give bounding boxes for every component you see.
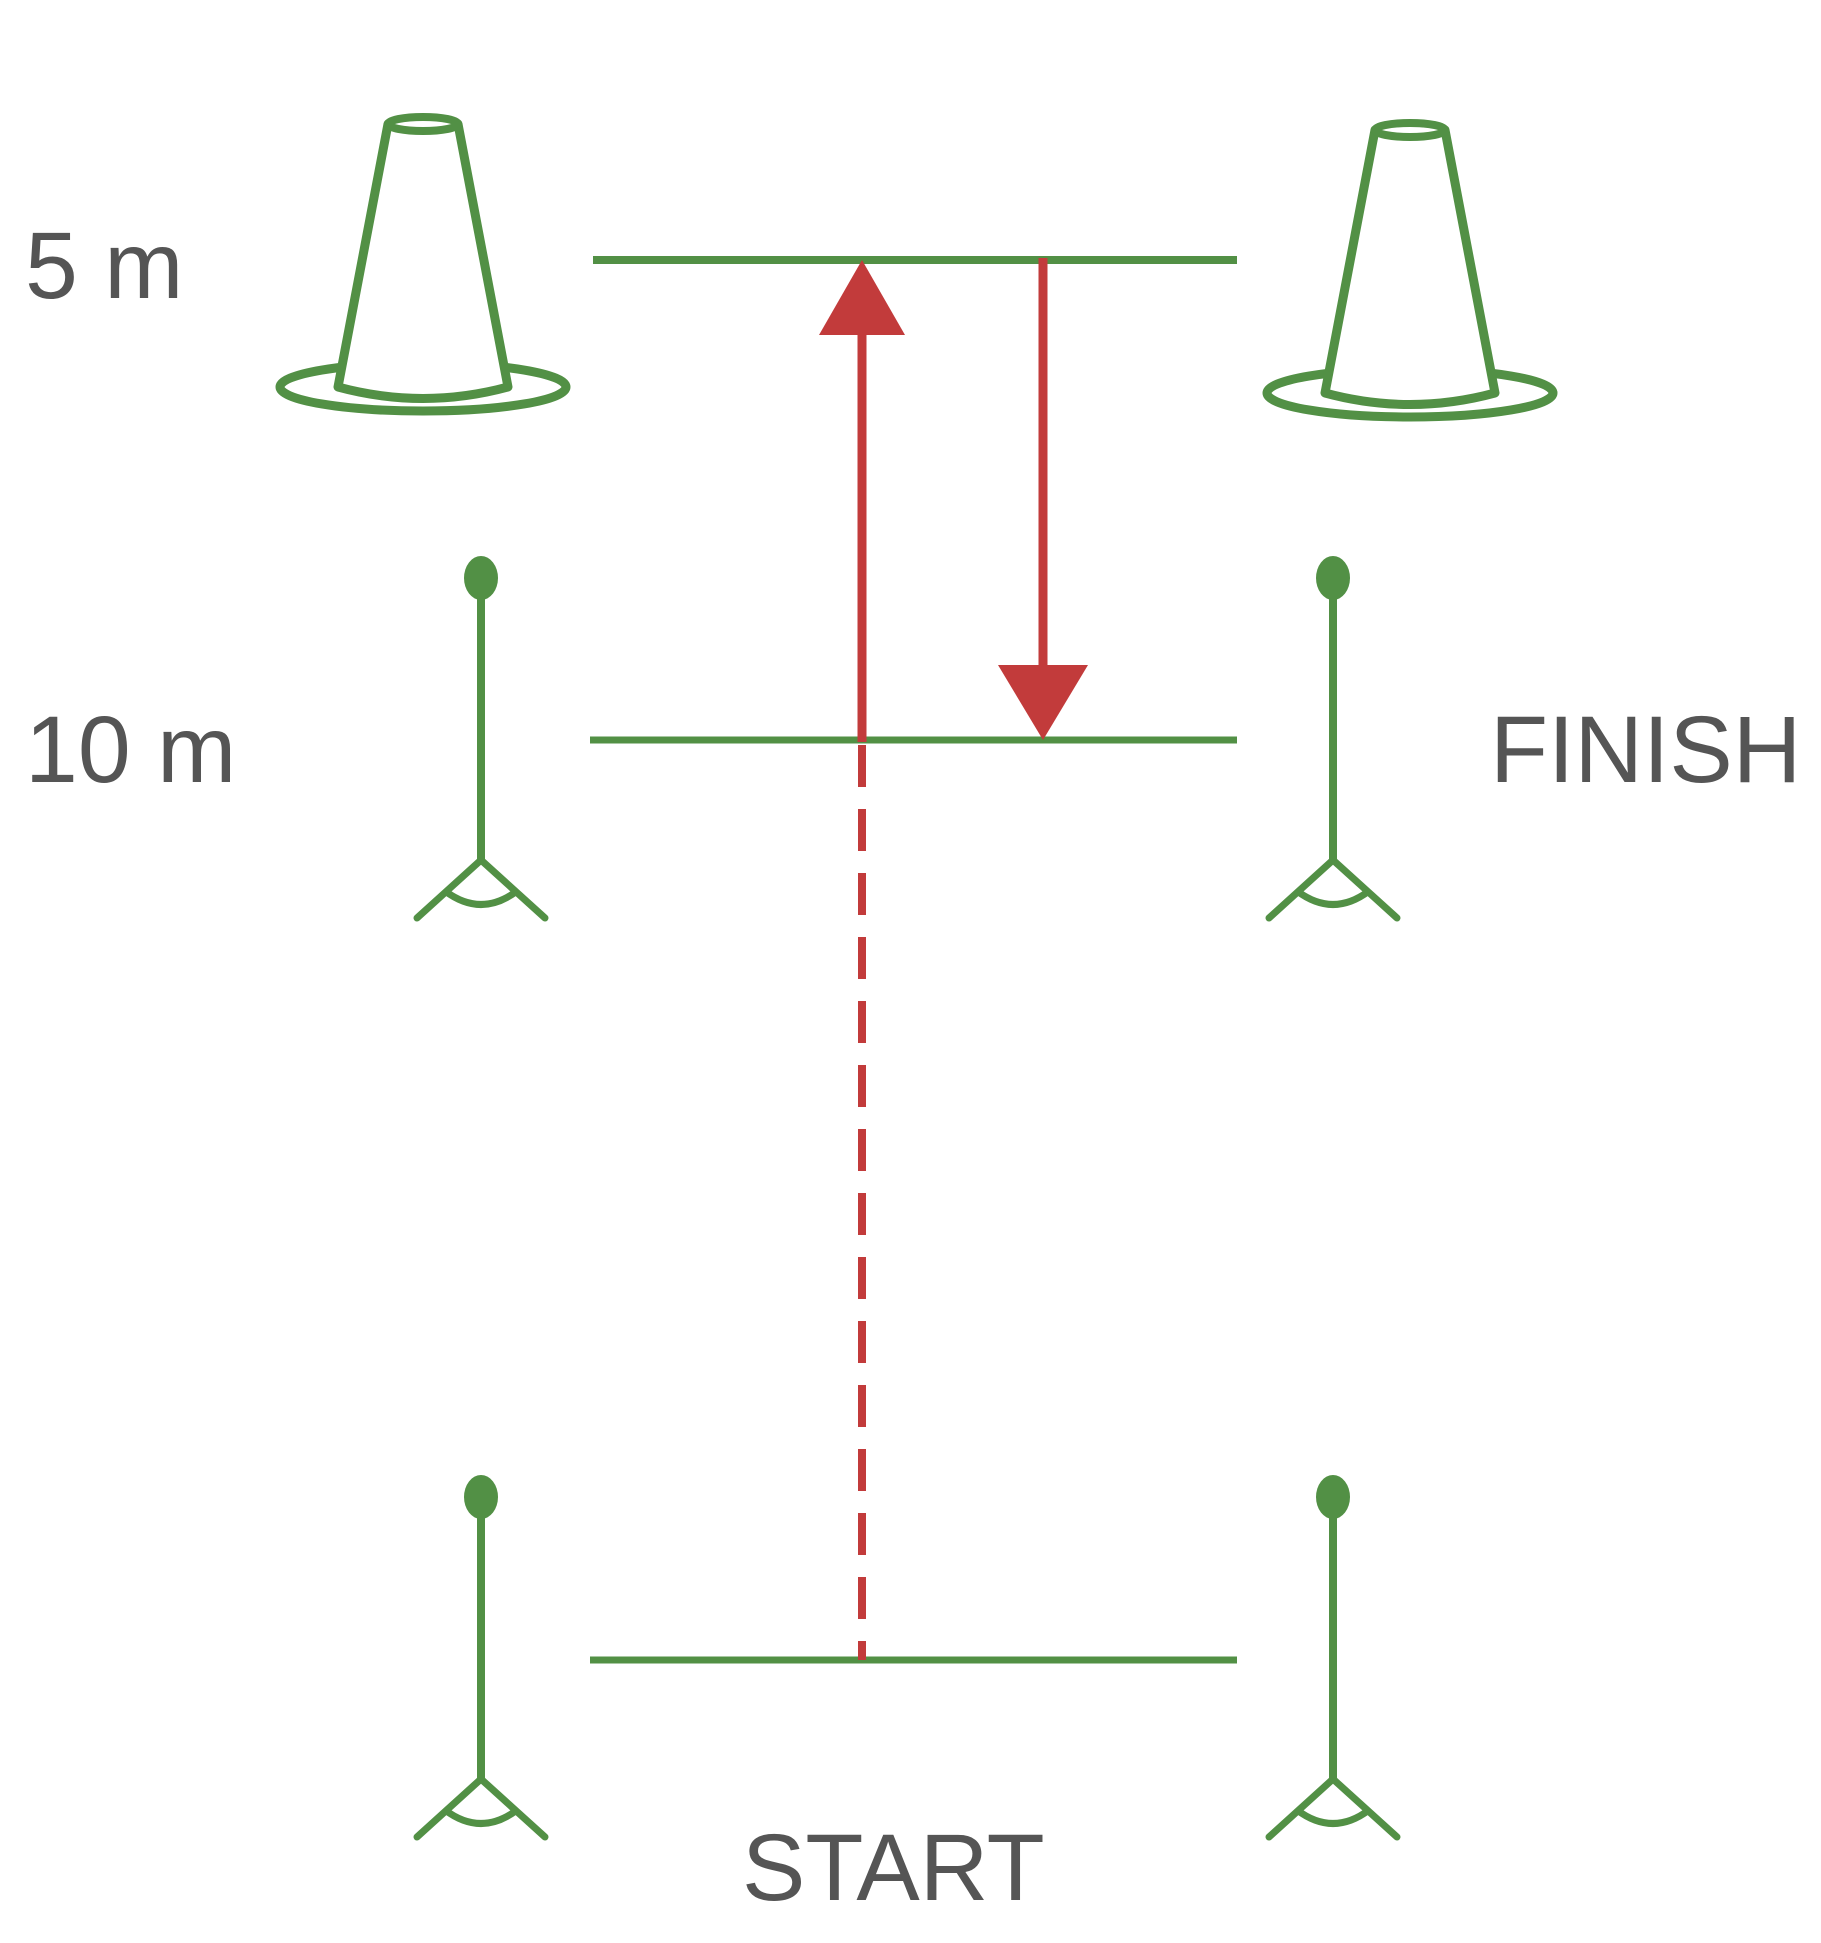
label-5m: 5 m <box>25 213 183 319</box>
label-finish: FINISH <box>1490 697 1801 803</box>
label-start: START <box>742 1815 1045 1921</box>
down-arrow <box>998 258 1088 740</box>
label-10m: 10 m <box>25 697 236 803</box>
timing-gate-icon <box>417 556 545 918</box>
timing-gate-icon <box>1269 556 1397 918</box>
cone-icon <box>1267 123 1553 417</box>
timing-gate-icon <box>1269 1475 1397 1837</box>
up-arrow <box>819 260 905 742</box>
cone-icon <box>280 117 566 411</box>
timing-gate-icon <box>417 1475 545 1837</box>
